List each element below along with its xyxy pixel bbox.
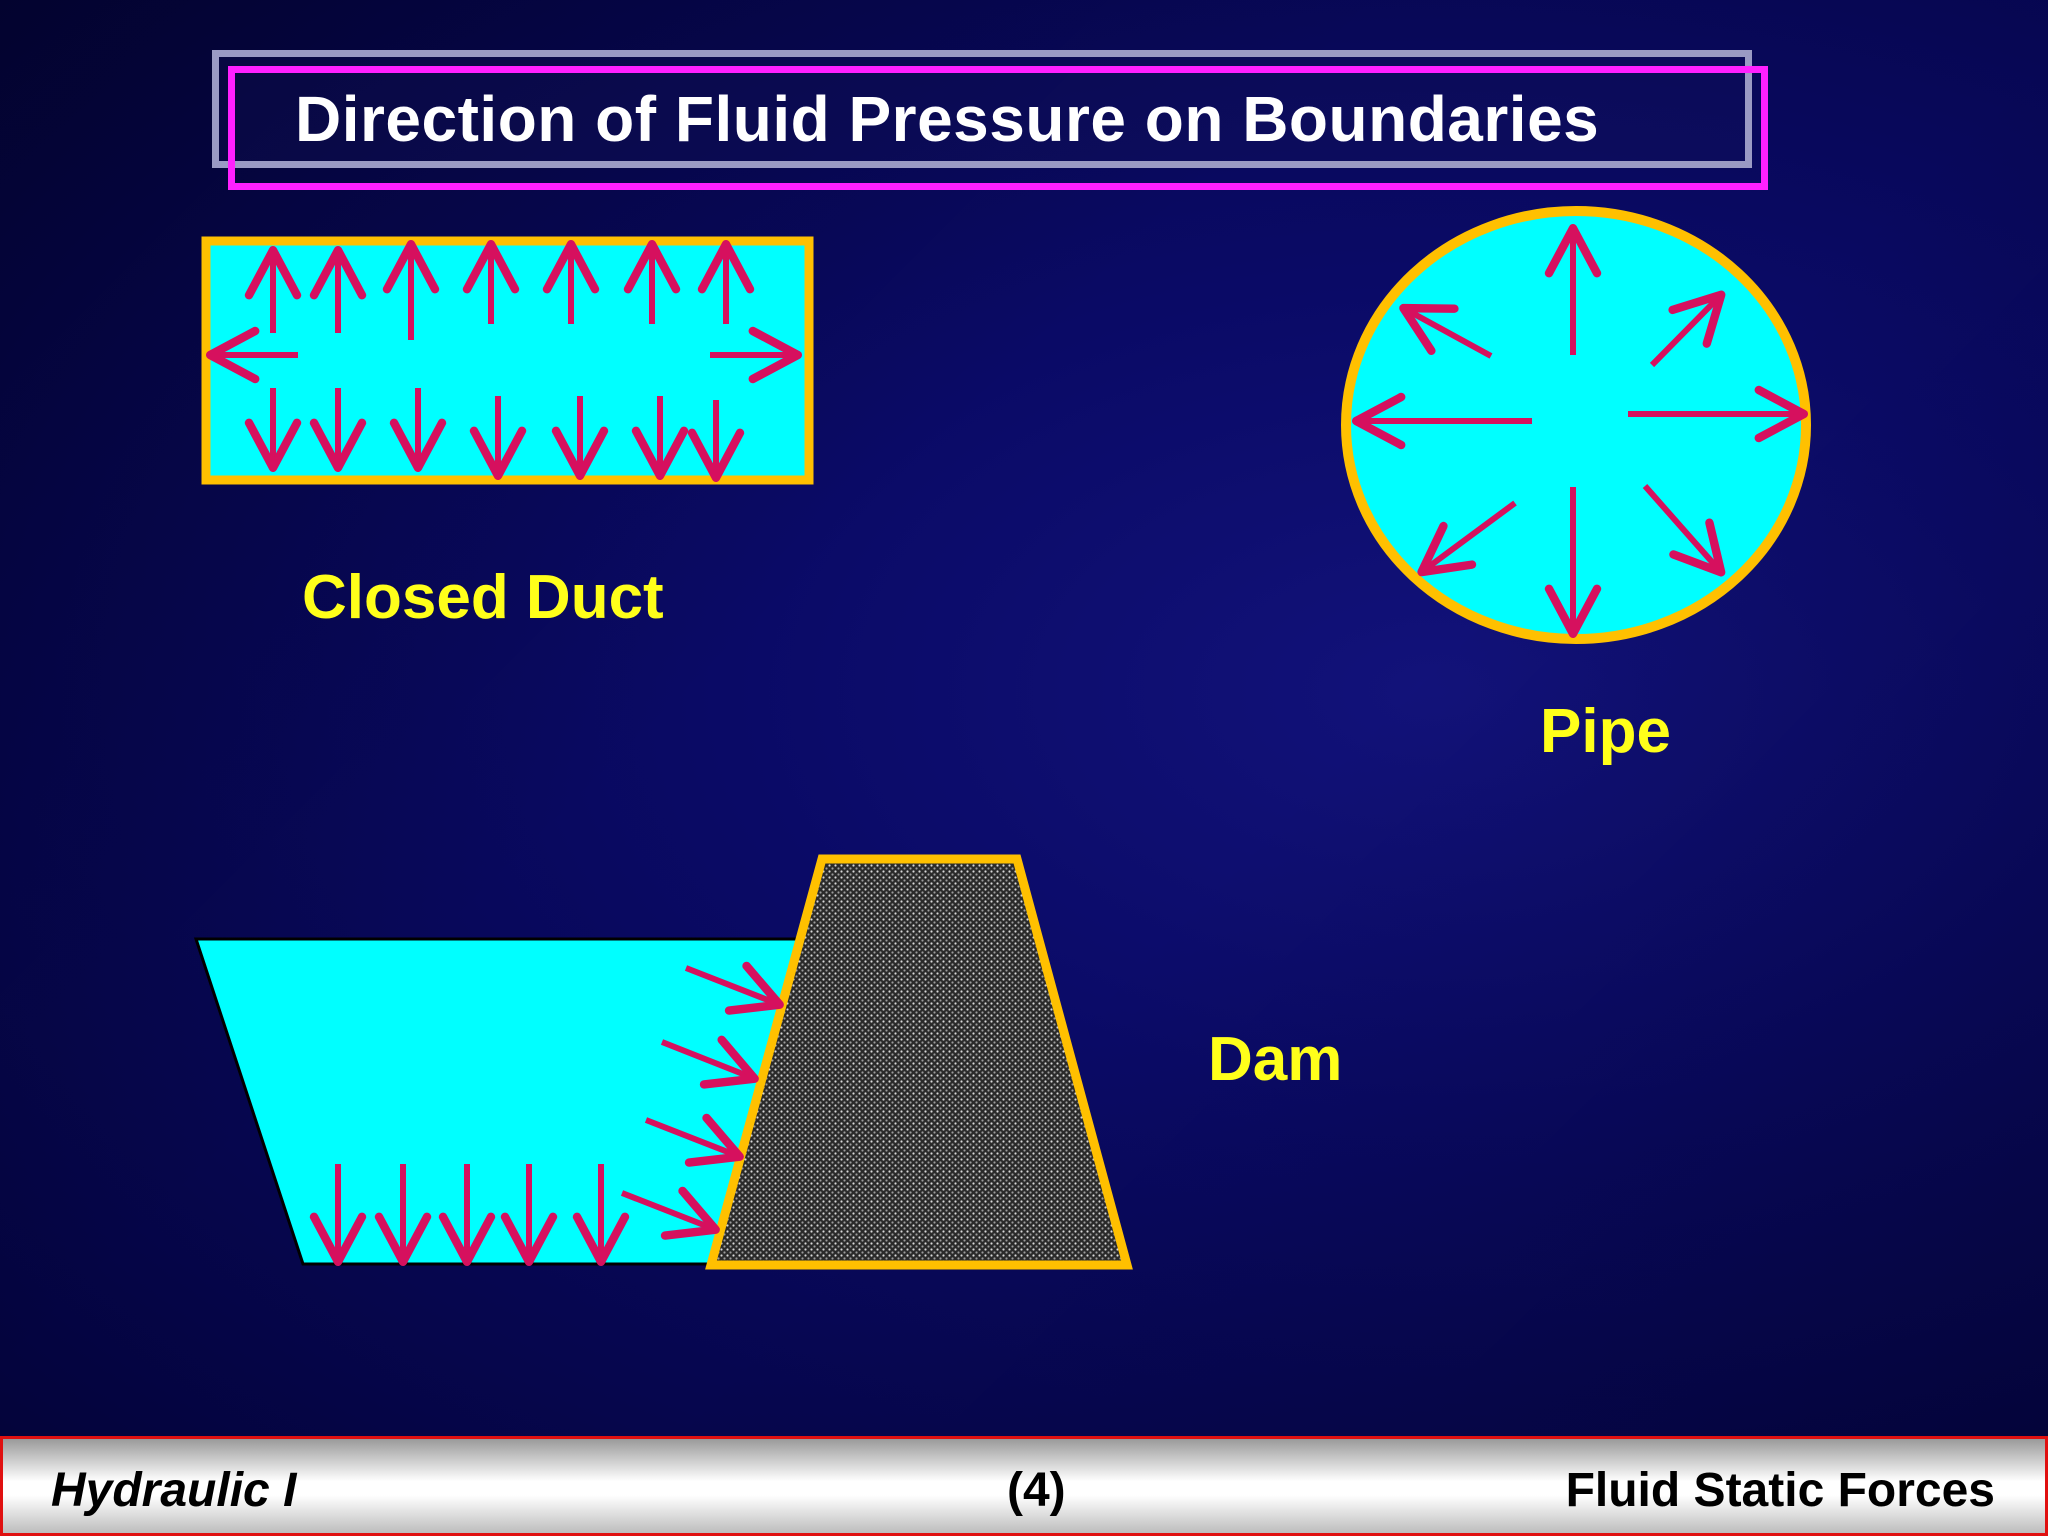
pipe-arrow-lower-left [1417, 500, 1517, 577]
footer-page-number: (4) [1007, 1464, 1066, 1517]
pipe-arrow-upper-right [1649, 290, 1726, 368]
dam-face-arrow-2 [660, 1035, 759, 1089]
dam-face-arrow-3 [644, 1113, 744, 1167]
dam-face-arrow-4 [620, 1186, 720, 1240]
pipe-label: Pipe [1540, 697, 1671, 766]
footer-course-title: Hydraulic I [51, 1464, 297, 1517]
closed-duct-label: Closed Duct [302, 563, 664, 632]
pipe-arrow-lower-right [1642, 484, 1726, 577]
dam-diagram [193, 854, 1133, 1270]
pipe-arrow-upper-left [1399, 303, 1493, 359]
title-frame-border [228, 66, 1768, 190]
dam-body [705, 854, 1133, 1270]
closed-duct-arrows [205, 239, 803, 483]
title-frame [212, 50, 1768, 190]
footer-topic: Fluid Static Forces [1565, 1464, 1995, 1517]
closed-duct-diagram [201, 236, 814, 485]
dam-label: Dam [1208, 1025, 1343, 1094]
dam-face-arrow-1 [684, 961, 784, 1015]
fluid-pressure-diagram [193, 206, 1811, 1270]
pipe-arrows [1351, 223, 1809, 639]
slide-title: Direction of Fluid Pressure on Boundarie… [295, 83, 1600, 155]
footer-bar: Hydraulic I (4) Fluid Static Forces [0, 1436, 2048, 1536]
pipe-diagram [1341, 206, 1811, 644]
dam-arrows [309, 961, 784, 1267]
